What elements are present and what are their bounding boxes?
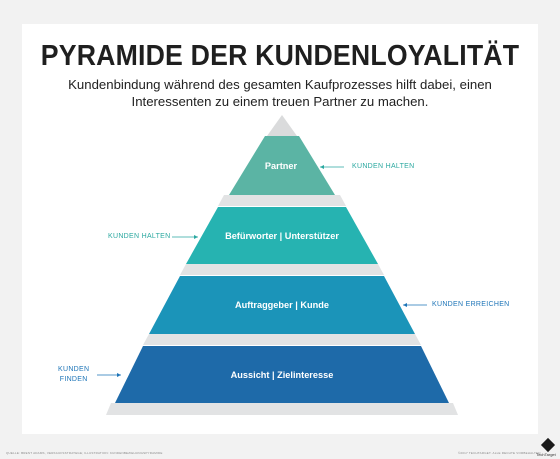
level-aussicht <box>115 346 449 403</box>
side-label-kunden-erreichen: KUNDEN ERREICHEN <box>432 301 510 308</box>
side-label-kunden-halten-2: KUNDEN HALTEN <box>108 233 171 240</box>
subtitle-line-1: Kundenbindung während des gesamten Kaufp… <box>68 77 492 92</box>
level-befuerworter <box>186 207 378 264</box>
brand-name: TechTarget <box>536 452 556 457</box>
pyramid-base <box>106 403 458 415</box>
level-label-auftraggeber: Auftraggeber | Kunde <box>235 300 329 310</box>
subtitle-line-2: Interessenten zu einem treuen Partner zu… <box>131 94 429 109</box>
side-label-kunden-finden-line-1: KUNDEN <box>58 366 90 373</box>
source-credit: QUELLE: BRENT ADAMS, VERKAUFSSTRATEGE; I… <box>6 451 163 455</box>
copyright-notice: ©2017 TECHTARGET. ALLE RECHTE VORBEHALTE… <box>458 451 541 455</box>
page-title: PYRAMIDE DER KUNDENLOYALITÄT <box>40 40 520 72</box>
level-label-befuerworter: Befürworter | Unterstützer <box>225 231 339 241</box>
brand-logo-icon <box>540 437 556 453</box>
side-label-kunden-finden: KUNDEN FINDEN <box>58 365 89 385</box>
page-subtitle: Kundenbindung während des gesamten Kaufp… <box>40 76 520 110</box>
level-auftraggeber <box>149 276 415 334</box>
side-label-kunden-finden-line-2: FINDEN <box>59 376 88 383</box>
pyramid-tip <box>267 115 297 136</box>
side-label-kunden-halten-1: KUNDEN HALTEN <box>352 163 415 170</box>
brand-logo: TechTarget <box>536 437 556 457</box>
level-separator-3 <box>143 334 421 345</box>
level-label-aussicht: Aussicht | Zielinteresse <box>231 370 334 380</box>
arrowhead-left-2 <box>194 235 198 239</box>
level-separator-2 <box>180 264 384 275</box>
arrowhead-right-3 <box>403 303 407 307</box>
level-separator-1 <box>218 195 346 206</box>
arrowhead-left-4 <box>117 373 121 377</box>
side-connectors <box>97 165 427 377</box>
level-partner <box>229 136 335 195</box>
arrowhead-right-1 <box>320 165 324 169</box>
level-label-partner: Partner <box>265 161 298 171</box>
